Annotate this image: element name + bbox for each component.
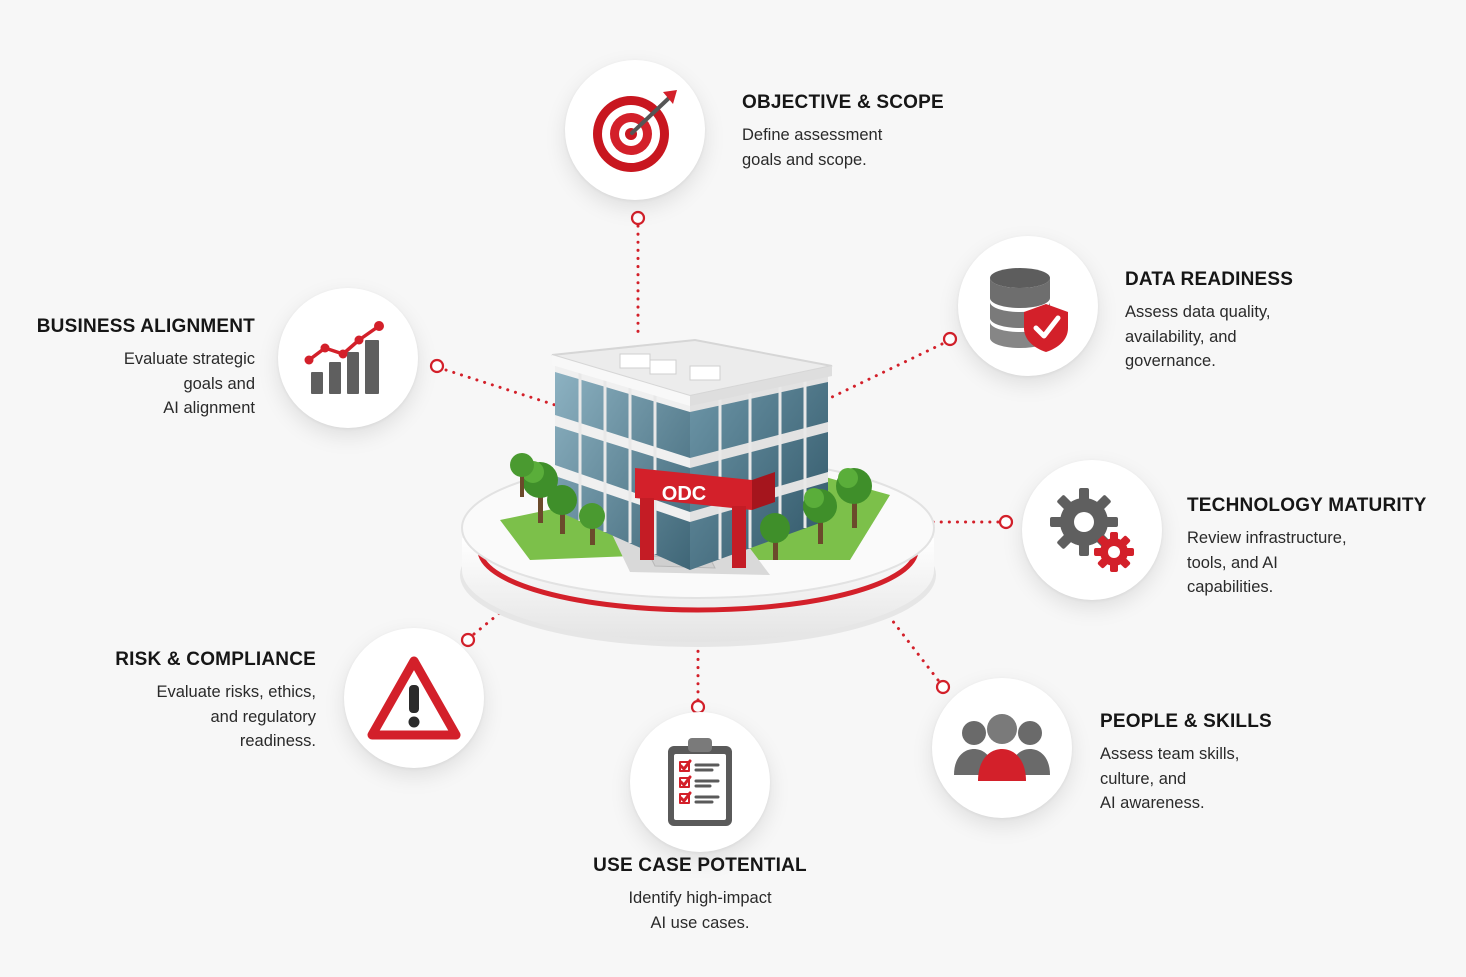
connector-dot-data [942,331,958,347]
database-shield-icon [990,268,1068,352]
business-label: BUSINESS ALIGNMENT Evaluate strategic go… [0,315,255,421]
people-icon [954,714,1050,781]
risk-icon-circle [344,628,484,768]
business-desc: Evaluate strategic goals and AI alignmen… [123,350,255,417]
data-desc: Assess data quality, availability, and g… [1125,303,1271,370]
connector-people [873,596,940,682]
usecase-desc: Identify high-impact AI use cases. [628,889,772,932]
business-title: BUSINESS ALIGNMENT [36,316,255,337]
connector-business [444,368,557,407]
objective-label: OBJECTIVE & SCOPE Define assessment goal… [742,91,1002,172]
clipboard-checklist-icon [668,738,732,826]
usecase-label: USE CASE POTENTIAL Identify high-impact … [570,854,830,935]
risk-desc: Evaluate risks, ethics, and regulatory r… [156,683,316,750]
usecase-title: USE CASE POTENTIAL [593,855,807,876]
tech-icon-circle [1022,460,1162,600]
target-icon [593,90,677,172]
tech-desc: Review infrastructure, tools, and AI cap… [1187,529,1347,596]
usecase-icon-circle [630,712,770,852]
people-title: PEOPLE & SKILLS [1100,711,1272,732]
business-icon-circle [278,288,418,428]
people-label: PEOPLE & SKILLS Assess team skills, cult… [1100,710,1360,816]
tech-title: TECHNOLOGY MATURITY [1187,495,1427,516]
people-icon-circle [932,678,1072,818]
objective-icon-circle [565,60,705,200]
warning-icon [367,656,461,740]
tech-label: TECHNOLOGY MATURITY Review infrastructur… [1187,494,1457,600]
odc-building-illustration: ODC [460,338,936,647]
growth-chart-icon [304,321,384,394]
objective-title: OBJECTIVE & SCOPE [742,92,944,113]
connector-dot-objective [630,210,646,226]
data-icon-circle [958,236,1098,376]
people-desc: Assess team skills, culture, and AI awar… [1100,745,1240,812]
connector-dot-people [935,679,951,695]
connector-dot-business [429,358,445,374]
risk-label: RISK & COMPLIANCE Evaluate risks, ethics… [56,648,316,754]
data-title: DATA READINESS [1125,269,1294,290]
connector-dot-risk [460,632,476,648]
connector-dot-tech [998,514,1014,530]
gears-icon [1050,488,1134,572]
data-label: DATA READINESS Assess data quality, avai… [1125,268,1385,374]
objective-desc: Define assessment goals and scope. [742,126,883,169]
risk-title: RISK & COMPLIANCE [115,649,316,670]
odc-sign: ODC [662,483,706,505]
